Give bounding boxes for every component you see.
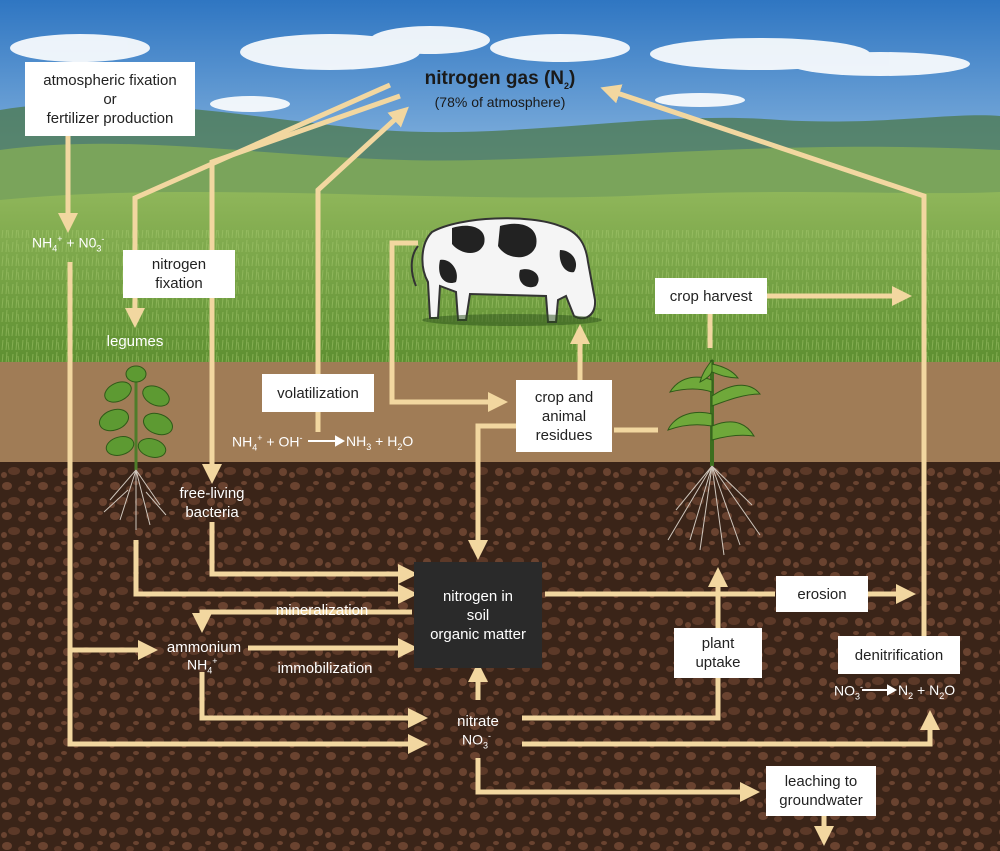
volatilization-products: NH3 + H2O: [346, 433, 414, 452]
arrow-volatilization: [315, 106, 409, 432]
legumes-label: legumes: [106, 333, 164, 350]
clouds: [10, 26, 970, 112]
arrow-legume-to-som: [133, 540, 418, 604]
som-line-1: nitrogen in: [442, 587, 514, 605]
soil-organic-matter-box: nitrogen in soil organic matter: [414, 562, 542, 668]
nitrogen-fixation-line-2: fixation: [155, 275, 203, 292]
atmospheric-line-1: atmospheric fixation: [43, 71, 177, 89]
arrow-to-bacteria: [202, 93, 401, 484]
topsoil-layer: [0, 362, 1000, 462]
nitrate-formula: NO3-: [462, 731, 492, 751]
arrow-plant-uptake: [522, 567, 728, 721]
leaching-line-2: groundwater: [779, 792, 863, 809]
free-living-bacteria-label: free-living bacteria: [179, 485, 245, 521]
volatilization-text: volatilization: [277, 384, 359, 402]
arrow-mineralization: [192, 609, 412, 633]
crop-residues-box: crop and animal residues: [516, 380, 612, 452]
erosion-text: erosion: [797, 585, 847, 603]
nitrate-label: nitrate: [457, 713, 499, 730]
ammonium-formula: NH4+: [187, 656, 218, 676]
crop-residues-line-1: crop and: [534, 388, 594, 406]
som-line-3: organic matter: [430, 625, 526, 643]
denitrification-text: denitrification: [854, 646, 944, 664]
erosion-box: erosion: [776, 576, 868, 612]
denitrification-products: N2 + N2O: [898, 682, 956, 701]
leaching-box: leaching to groundwater: [766, 766, 876, 816]
denitrification-box: denitrification: [838, 636, 960, 674]
crop-harvest-box: crop harvest: [655, 278, 767, 314]
nitrogen-fixation-line-1: nitrogen: [151, 256, 207, 273]
legume-plant: [98, 365, 174, 530]
ammonium-label: ammonium: [166, 639, 242, 656]
arrow-residues-to-som: [468, 423, 518, 560]
diagram-subtitle: (78% of atmosphere): [434, 94, 566, 110]
nitrogen-fixation-box: nitrogen fixation: [123, 250, 235, 298]
plant-uptake-box: plant uptake: [674, 628, 762, 678]
arrow-bacteria-to-som: [209, 522, 418, 584]
som-line-2: soil: [466, 606, 490, 624]
formula-arrows: [308, 435, 898, 696]
crop-harvest-text: crop harvest: [669, 287, 753, 305]
arrow-cow-to-residues: [389, 240, 508, 412]
immobilization-label: immobilization: [277, 660, 373, 677]
leaching-line-1: leaching to: [784, 773, 858, 790]
arrow-denit-to-n2: [600, 84, 927, 636]
atmospheric-line-3: fertilizer production: [46, 109, 174, 127]
crop-residues-line-3: residues: [535, 426, 593, 444]
volatilization-reactants: NH4+ + OH-: [232, 433, 303, 453]
plant-uptake-line-1: plant: [701, 635, 735, 652]
arrow-leaching: [475, 758, 760, 802]
nh4-no3-formula: NH4+ + N03-: [32, 234, 105, 254]
arrow-to-nitrate: [67, 262, 428, 754]
mineralization-label: mineralization: [275, 602, 369, 619]
diagram-title: nitrogen gas (N2): [424, 68, 576, 91]
denitrification-reactant: NO3-: [834, 682, 864, 702]
cow-illustration: [410, 217, 602, 326]
atmospheric-fixation-box: atmospheric fixation or fertilizer produ…: [25, 62, 195, 136]
arrow-nitrate-to-denit: [522, 710, 940, 747]
volatilization-box: volatilization: [262, 374, 374, 412]
plant-uptake-line-2: uptake: [695, 654, 741, 671]
atmospheric-line-2: or: [103, 90, 117, 108]
crop-residues-line-2: animal: [541, 407, 587, 425]
arrow-ammonium-to-nitrate: [199, 672, 428, 728]
corn-plant: [667, 358, 762, 556]
